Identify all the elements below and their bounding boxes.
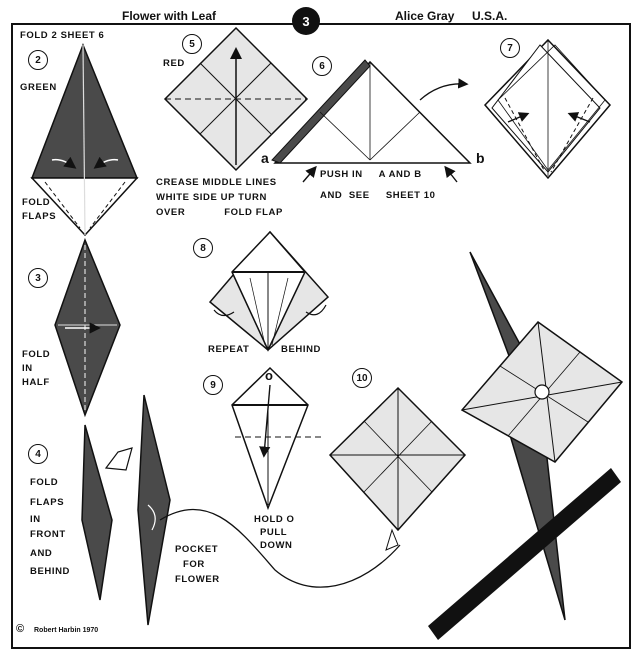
label-push-line1: PUSH IN A AND B — [320, 169, 422, 180]
step-number-6: 6 — [312, 56, 332, 76]
step2-kite-figure — [30, 42, 139, 237]
label-crease-line3: OVER FOLD FLAP — [156, 207, 283, 218]
label-fold-half-line1: FOLD — [22, 349, 51, 360]
label-crease-line1: CREASE MIDDLE LINES — [156, 177, 277, 188]
author-name: Alice Gray — [395, 9, 455, 23]
step-number-3: 3 — [28, 268, 48, 288]
label-fold-flaps-line2: FLAPS — [22, 211, 57, 222]
step3-figure — [54, 237, 121, 418]
label-step4-line2: FLAPS — [30, 497, 65, 508]
step4-figure — [81, 394, 401, 626]
finished-flower-figure — [428, 251, 624, 640]
author-country: U.S.A. — [472, 9, 508, 23]
diagram-title: Flower with Leaf — [122, 9, 217, 23]
label-pocket-line1: POCKET — [175, 544, 219, 555]
step-number-2: 2 — [28, 50, 48, 70]
page-badge: 3 — [292, 7, 320, 35]
label-step4-line5: AND — [30, 548, 53, 559]
label-point-b: b — [476, 150, 485, 166]
label-hold-line1: HOLD O — [254, 514, 295, 525]
label-pocket-line2: FOR — [183, 559, 205, 570]
label-fold-half-line3: HALF — [22, 377, 50, 388]
label-green: GREEN — [20, 82, 57, 93]
diagram-frame — [11, 23, 631, 649]
label-fold-half-line2: IN — [22, 363, 33, 374]
label-step4-line6: BEHIND — [30, 566, 71, 577]
step-number-4: 4 — [28, 444, 48, 464]
step5-square-figure — [163, 26, 309, 172]
label-pocket-line3: FLOWER — [175, 574, 220, 585]
label-step4-line1: FOLD — [30, 477, 59, 488]
step7-figure — [483, 38, 612, 180]
step-number-5: 5 — [182, 34, 202, 54]
step-number-9: 9 — [203, 375, 223, 395]
step-number-7: 7 — [500, 38, 520, 58]
step-number-10: 10 — [352, 368, 372, 388]
step10-figure — [328, 386, 467, 551]
label-hold-line3: DOWN — [260, 540, 293, 551]
label-repeat: REPEAT — [208, 344, 250, 355]
copyright-symbol: © — [16, 623, 25, 635]
label-red: RED — [163, 58, 185, 69]
step6-triangle-figure — [271, 59, 472, 183]
label-fold-flaps-line1: FOLD — [22, 197, 51, 208]
credit-text: Robert Harbin 1970 — [34, 627, 99, 634]
step-number-8: 8 — [193, 238, 213, 258]
step8-figure — [208, 230, 330, 352]
label-push-line2: AND SEE SHEET 10 — [320, 190, 436, 201]
label-step4-line4: FRONT — [30, 529, 66, 540]
step9-figure — [231, 366, 322, 511]
label-crease-line2: WHITE SIDE UP TURN — [156, 192, 267, 203]
label-point-a: a — [261, 150, 269, 166]
label-point-o: o — [265, 368, 273, 383]
label-behind: BEHIND — [281, 344, 322, 355]
label-hold-line2: PULL — [260, 527, 288, 538]
fold-sheet-label: FOLD 2 SHEET 6 — [20, 30, 105, 41]
label-step4-line3: IN — [30, 514, 41, 525]
